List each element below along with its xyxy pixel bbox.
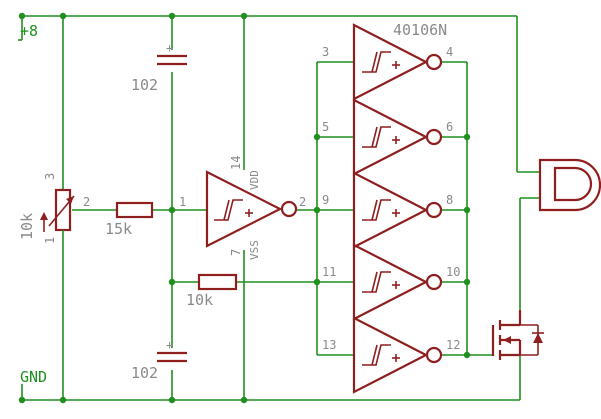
vdd-label: VDD [248,170,261,190]
gate-pin-label: 1 [179,195,186,209]
junction-dot [313,133,321,141]
gate-body [352,243,429,321]
gate-body [352,23,429,101]
schmitt-gate-4: 11 10 [322,243,460,321]
svg-text:+: + [166,41,173,55]
resistor-15k-value: 15k [105,220,132,238]
gate-input-pin-label: 11 [322,265,336,279]
junction-dot [313,206,321,214]
junction-dot [463,133,471,141]
capacitor-bottom-value: 102 [131,364,158,382]
capacitor-bottom: + 102 [131,338,187,382]
vss-label: VSS [248,240,261,260]
resistor-10k-value: 10k [186,291,213,309]
schmitt-inverter-single: 1 2 14 7 VDD VSS [179,156,306,260]
gate-input-pin-label: 5 [322,120,329,134]
gate-output-pin-label: 12 [446,338,460,352]
capacitor-top-value: 102 [131,76,158,94]
resistor-10k: 10k [186,273,238,309]
hysteresis-symbol [362,51,391,73]
hysteresis-symbol [362,126,391,148]
gate-bubble [425,128,443,146]
gate-input-pin-label: 13 [322,338,336,352]
junction-dot [168,278,176,286]
gate-input-pin-label: 9 [322,193,329,207]
mosfet [491,310,544,360]
gate-input-pin-label: 3 [322,45,329,59]
gate-bubble [425,346,443,364]
junction-dot [313,278,321,286]
junction-dot [463,278,471,286]
power-label-gnd: GND [20,368,47,400]
junction-dot [168,12,176,20]
gate-bubble [425,273,443,291]
potentiometer: 3 2 1 10k [18,173,90,244]
gate-body [352,171,429,249]
gate-body [352,316,429,394]
junction-dot [59,12,67,20]
schmitt-gate-5: 13 12 [322,316,460,394]
hysteresis-symbol [362,199,391,221]
svg-text:+: + [166,338,173,352]
power-label-vcc: +8 [18,16,38,41]
gate-bubble [425,201,443,219]
gate-output-pin-label: 6 [446,120,453,134]
gnd-label: GND [20,368,47,386]
junction-dot [240,12,248,20]
gate-output-pin-label: 8 [446,193,453,207]
gate-pin-label: 14 [229,156,243,170]
junction-dot [168,396,176,404]
led [538,158,601,212]
junction-dot [240,396,248,404]
junction-dot [463,206,471,214]
pot-value: 10k [18,213,36,240]
pot-pin-label: 3 [43,173,57,180]
gate-output-pin-label: 10 [446,265,460,279]
gate-bubble [425,53,443,71]
resistor-15k: 15k [105,201,154,238]
hysteresis-symbol [362,344,391,366]
junctions [18,12,471,404]
gate-pin-label: 2 [299,195,306,209]
pot-pin-label: 1 [43,237,57,244]
capacitor-top: + 102 [131,41,187,94]
pot-pin-label: 2 [83,195,90,209]
hysteresis-symbol [362,271,391,293]
junction-dot [59,396,67,404]
chip-name: 40106N [393,21,447,39]
vcc-label: +8 [20,22,38,40]
gate-body [352,98,429,176]
junction-dot [168,206,176,214]
gate-output-pin-label: 4 [446,45,453,59]
junction-dot [463,351,471,359]
gate-pin-label: 7 [229,249,243,256]
